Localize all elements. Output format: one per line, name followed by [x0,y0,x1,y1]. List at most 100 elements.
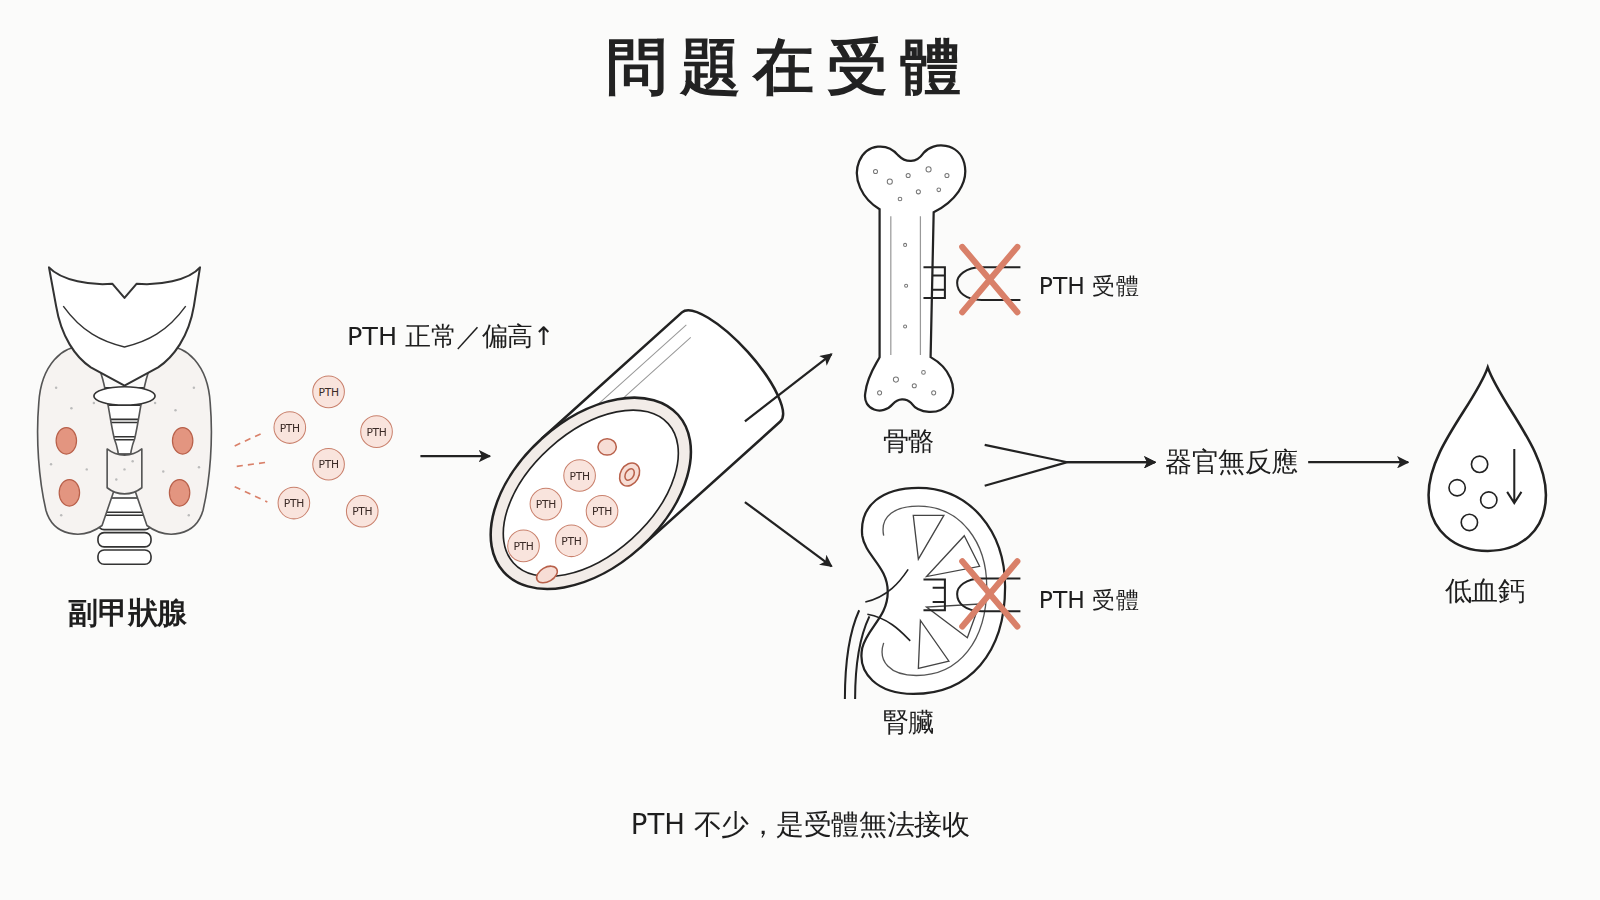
bone-spongy-texture-part [904,325,907,328]
pth-molecule: PTH [346,495,379,528]
pth-molecule: PTH [360,415,393,448]
receptor-label: PTH 受體 [1039,586,1140,617]
thyroid-texture-part [193,387,195,389]
parathyroid-glands-part [56,428,76,455]
secretion-dashes-part [237,462,268,466]
thyroid-texture-part [188,514,190,516]
thyroid-texture-part [154,402,156,404]
thyroid-texture-part [115,478,117,480]
renal-pelvis [865,569,910,640]
pth-molecule: PTH [278,487,311,520]
flow-arrow [745,354,832,421]
cartilage-line [63,306,185,347]
bone-spongy-texture-part [932,391,936,395]
diagram-caption: PTH 不少，是受體無法接收 [0,806,1600,842]
trachea-rings-part [98,515,151,529]
pth-molecule: PTH [273,411,306,444]
secretion-dashes [235,433,268,502]
bone-spongy-texture-part [905,284,908,287]
vessel-node: PTH PTH PTH PTH PTH [490,329,745,617]
molecule-label: PTH [318,386,338,397]
bone-spongy-texture-part [937,188,941,192]
parathyroid-glands-part [169,480,189,507]
thyroid-texture-part [60,514,62,516]
calcium-particles-part [1471,456,1487,472]
bone-spongy-texture-part [878,391,882,395]
blocked-cross-part [962,247,1017,312]
bone-spongy-texture-part [893,377,898,382]
flow-arrow [745,502,832,566]
pth-molecule: PTH [586,495,619,528]
bone-marrow-lines [891,216,921,355]
blocked-cross [962,247,1017,312]
red-blood-cells-part [616,459,644,489]
molecule-label: PTH [280,422,300,433]
thyroid-texture-part [198,466,200,468]
flow-arrow [985,445,1155,462]
gland-node: 副甲狀腺 [26,255,230,635]
pth-molecule: PTH [563,459,596,492]
thyroid-texture-part [50,463,52,465]
bone-spongy-texture-part [945,173,949,177]
bone-spongy-texture-part [912,384,916,388]
thyroid-texture-part [93,402,95,404]
renal-pyramids [913,515,979,668]
diagram-title: 問題在受體 [0,27,1580,107]
drop-outline [1429,367,1546,551]
flow-arrow [1308,461,1408,463]
bone-spongy-texture-part [906,173,910,177]
molecule-label: PTH [284,498,304,509]
bone-illustration [857,145,1021,411]
blood-drop-illustration [1429,367,1546,551]
red-blood-cells-part [623,467,636,482]
calcium-particles-part [1449,480,1465,496]
calcium-particles-part [1461,514,1477,530]
thyroid-texture-part [55,387,57,389]
bone-spongy-texture-part [873,169,877,173]
result-node: 器官無反應 [1155,441,1308,484]
thyroid-texture-part [174,409,176,411]
bone-spongy-texture-part [904,243,907,246]
vessel-wall [454,360,727,626]
edge-label: PTH 正常／偏高↑ [347,320,554,353]
cricoid-ring [94,387,155,405]
molecule-label: PTH [352,506,372,517]
red-blood-cells-part [598,439,616,455]
parathyroid-glands-part [172,428,192,455]
molecule-label: PTH [570,470,590,481]
molecule-label: PTH [592,506,612,517]
calcium-particles-part [1481,492,1497,508]
node-label: 器官無反應 [1165,444,1298,481]
trachea-rings-part [98,550,151,564]
kidney-receptor [923,579,1020,612]
thyroid-texture-part [123,468,125,470]
thyroid-lobes-part [107,449,142,494]
molecule-label: PTH [513,541,533,552]
decrease-arrow [1507,449,1521,503]
bone-spongy-texture-part [916,190,920,194]
blocked-cross [962,561,1017,626]
red-blood-cells-part [534,563,561,587]
blocked-cross-part [962,561,1017,626]
bone-spongy-texture-part [926,167,931,172]
blocked-cross-part [962,247,1017,312]
node-label: 骨骼 [883,423,934,459]
renal-pyramids-part [913,515,944,559]
molecule-label: PTH [366,426,386,437]
bone-receptor-part [923,267,944,298]
receptor-label: PTH 受體 [1039,271,1140,302]
blocked-cross-part [962,561,1017,626]
bone-spongy-texture-part [887,179,892,184]
flow-arrow [230,455,490,457]
kidney-illustration [845,488,1021,699]
parathyroid-glands-part [59,480,79,507]
vessel-lumen [472,378,709,608]
calcium-particles [1449,456,1497,530]
thyroid-cartilage [49,267,200,385]
molecule-label: PTH [561,535,581,546]
pth-molecule: PTH [530,488,563,521]
node-label: 副甲狀腺 [68,593,186,634]
pth-molecule: PTH [555,524,588,557]
